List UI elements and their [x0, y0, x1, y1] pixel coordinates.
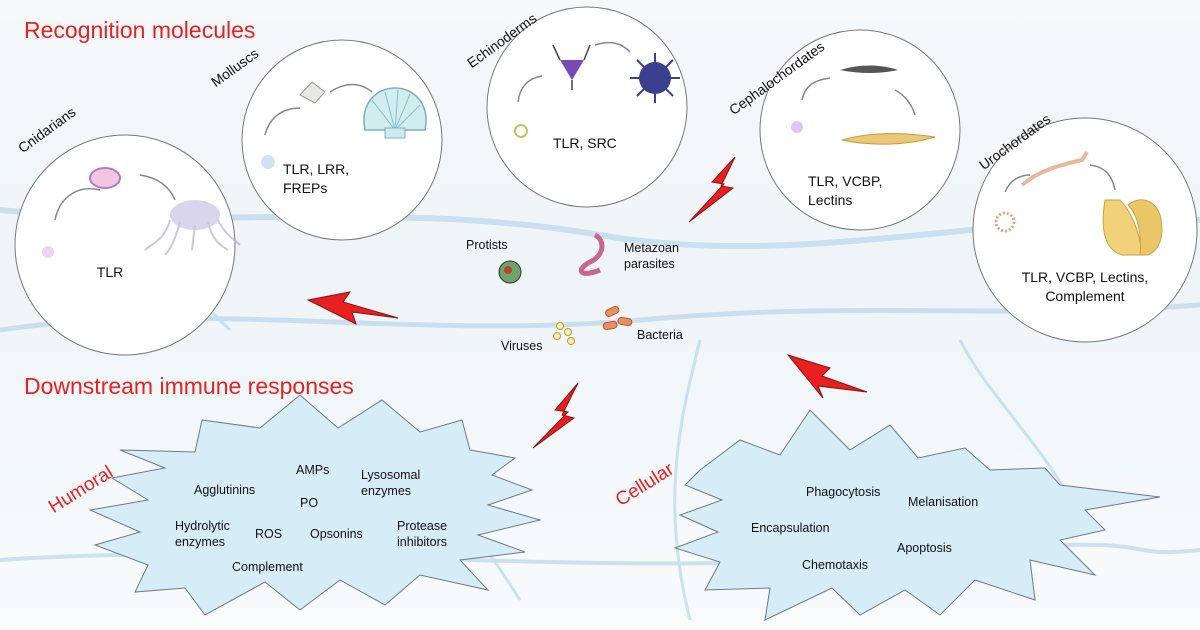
humoral-term: AMPs: [296, 463, 330, 477]
cell-icon: [994, 211, 1016, 233]
amphioxus-icon: [841, 133, 936, 145]
bacteria-label: Bacteria: [637, 328, 683, 342]
larva-icon: [299, 81, 326, 104]
humoral-term: Hydrolytic enzymes: [175, 519, 230, 550]
lightning-bolt-icon: [786, 354, 868, 399]
scallop-shell-icon: [363, 87, 427, 139]
lightning-bolt-icon: [532, 382, 579, 449]
molluscs-molecules: TLR, LRR, FREPs: [283, 161, 350, 196]
recognition-molecules-heading: Recognition molecules: [24, 17, 256, 43]
cellular-term: Chemotaxis: [802, 558, 868, 572]
echinoderms-circle: [486, 6, 688, 208]
cell-icon: [514, 124, 528, 138]
lightning-bolt-icon: [306, 291, 399, 325]
cephalochordates-circle: [759, 29, 961, 231]
humoral-burst: [88, 394, 542, 616]
cephalochordates-molecules: TLR, VCBP, Lectins: [808, 173, 883, 208]
polyp-icon: [89, 167, 121, 189]
sea-squirt-icon: [1102, 199, 1163, 256]
cnidarians-molecules: TLR: [96, 264, 124, 280]
cellular-burst: [673, 409, 1161, 621]
cellular-term: Encapsulation: [751, 521, 830, 535]
humoral-term: Agglutinins: [194, 483, 256, 497]
protists-label: Protists: [466, 238, 508, 252]
protist-icon: [498, 260, 522, 284]
metazoan-parasites-label: Metazoan parasites: [624, 241, 679, 272]
cellular-term: Phagocytosis: [806, 485, 881, 499]
viruses-label: Viruses: [501, 339, 543, 353]
cell-icon: [42, 246, 54, 258]
urochordates-molecules: TLR, VCBP, Lectins, Complement: [1021, 269, 1149, 304]
humoral-term: Opsonins: [310, 527, 363, 541]
virus-particles-icon: [553, 322, 575, 345]
cellular-term: Melanisation: [908, 495, 979, 509]
humoral-term: ROS: [255, 527, 283, 541]
metazoan-parasite-icon: [578, 232, 605, 276]
urochordates-circle: [972, 117, 1198, 343]
jellyfish-icon: [144, 200, 241, 256]
lancelet-larva-icon: [840, 65, 898, 73]
pluteus-larva-icon: [552, 44, 591, 90]
cell-icon: [791, 121, 803, 133]
humoral-term: PO: [300, 496, 319, 510]
downstream-responses-heading: Downstream immune responses: [24, 373, 354, 399]
tadpole-larva-icon: [1020, 150, 1089, 187]
echinoderms-molecules: TLR, SRC: [553, 135, 617, 151]
bacteria-icon: [602, 305, 633, 331]
lightning-bolt-icon: [688, 156, 736, 223]
cnidarians-circle: [14, 134, 241, 356]
cellular-term: Apoptosis: [897, 541, 952, 555]
humoral-term: Protease inhibitors: [397, 519, 448, 550]
cell-icon: [261, 155, 275, 169]
humoral-term: Lysosomal enzymes: [361, 468, 421, 499]
molluscs-circle: [241, 39, 443, 241]
sea-urchin-icon: [630, 53, 680, 103]
humoral-term: Complement: [232, 560, 303, 574]
